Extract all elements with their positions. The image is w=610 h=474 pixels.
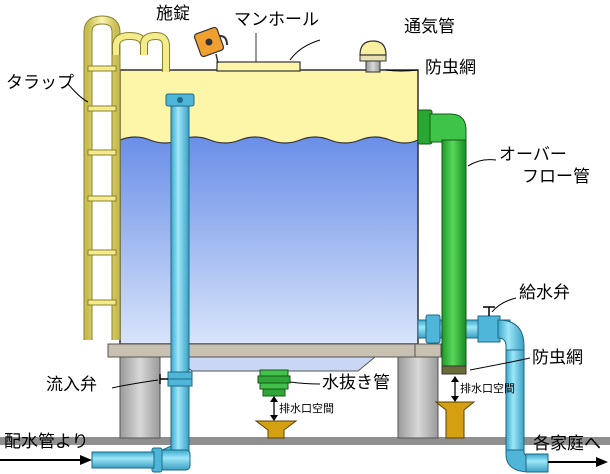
drain-pipe-icon (257, 369, 291, 397)
tank-base-plate-right (414, 343, 442, 358)
label-supply-valve: 給水弁 (519, 283, 570, 303)
tank (119, 69, 419, 345)
label-overflow-1: オーバー (499, 145, 567, 165)
label-insect-screen-bottom: 防虫網 (532, 348, 583, 368)
tank-base-plate (107, 343, 439, 358)
supply-pipe-flange (425, 314, 441, 344)
label-vent-pipe: 通気管 (404, 17, 455, 37)
overflow-pipe-screen (441, 365, 467, 375)
label-from-main: 配水管より (4, 432, 89, 452)
supply-valve (477, 315, 501, 343)
tank-water (119, 136, 419, 345)
leader-lines (67, 39, 531, 389)
label-manhole: マンホール (234, 10, 319, 30)
ladder-icon (83, 15, 170, 340)
drain-gap-arrow-center (270, 396, 278, 421)
lock-icon (193, 26, 228, 64)
inlet-pipe-feed (91, 451, 155, 469)
tank-sump (173, 356, 377, 372)
label-ladder: タラップ (6, 73, 74, 93)
label-insect-screen-top: 防虫網 (425, 58, 476, 78)
vent-pipe-icon (359, 40, 387, 73)
inlet-pipe-vertical (170, 103, 190, 453)
inlet-pipe-horizontal (159, 449, 191, 471)
flow-arrow-out (548, 457, 608, 467)
tank-air-space (119, 69, 419, 147)
label-drain-space-right: 排水口空間 (460, 382, 515, 395)
supply-pipe-out (525, 453, 549, 473)
supply-pipe-vertical (505, 349, 525, 455)
flow-arrow-in (0, 455, 92, 465)
manhole-cover (216, 61, 301, 72)
ground-line (0, 437, 610, 445)
support-column-right (397, 355, 439, 439)
drain-gap-arrow-right (451, 376, 459, 402)
drain-funnel-right (434, 401, 476, 439)
label-overflow-2: フロー管 (522, 167, 590, 187)
overflow-pipe-vertical (441, 139, 467, 373)
drain-funnel-center (254, 420, 298, 439)
label-lock: 施錠 (156, 4, 190, 24)
label-drain-pipe: 水抜き管 (322, 373, 390, 393)
label-to-homes: 各家庭へ (533, 434, 601, 454)
label-drain-space-center: 排水口空間 (279, 402, 334, 415)
support-column-left (119, 355, 161, 439)
label-inflow-valve: 流入弁 (46, 375, 97, 395)
